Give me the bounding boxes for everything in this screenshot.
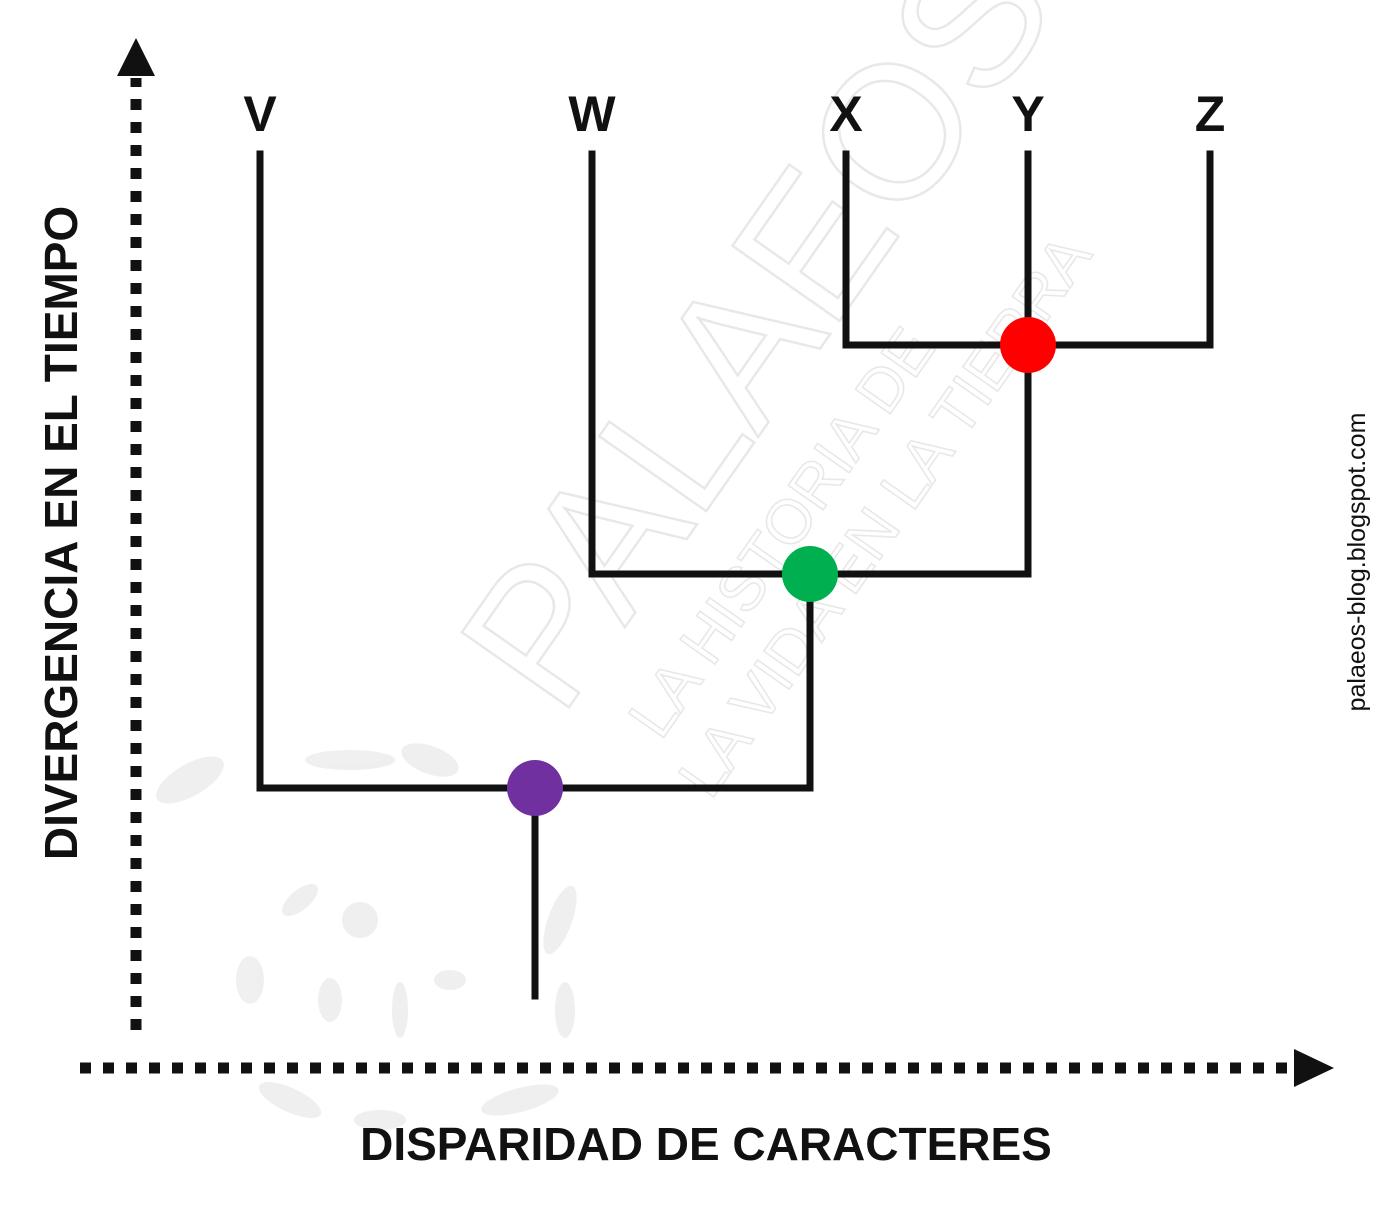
taxon-label-x: X: [829, 86, 862, 142]
y-axis: [117, 38, 155, 1030]
credit-text: palaeos-blog.blogspot.com: [1343, 413, 1371, 712]
x-axis: [80, 1049, 1334, 1087]
y-axis-arrow-icon: [117, 38, 155, 76]
y-axis-title: DIVERGENCIA EN EL TIEMPO: [35, 206, 87, 860]
node-top-dot: [1000, 317, 1056, 373]
x-axis-arrow-icon: [1294, 1049, 1334, 1087]
taxon-label-v: V: [243, 86, 277, 142]
taxon-label-y: Y: [1011, 86, 1044, 142]
taxon-label-w: W: [568, 86, 616, 142]
x-axis-title: DISPARIDAD DE CARACTERES: [360, 1118, 1052, 1170]
taxon-label-z: Z: [1195, 86, 1226, 142]
watermark: PALAEOS LA HISTORIA DE LA VIDA EN LA TIE…: [156, 0, 1106, 1130]
watermark-silhouettes-icon: [156, 743, 577, 1130]
node-root-dot: [507, 760, 563, 816]
cladogram-tree: [256, 150, 1214, 1000]
node-middle-dot: [782, 546, 838, 602]
